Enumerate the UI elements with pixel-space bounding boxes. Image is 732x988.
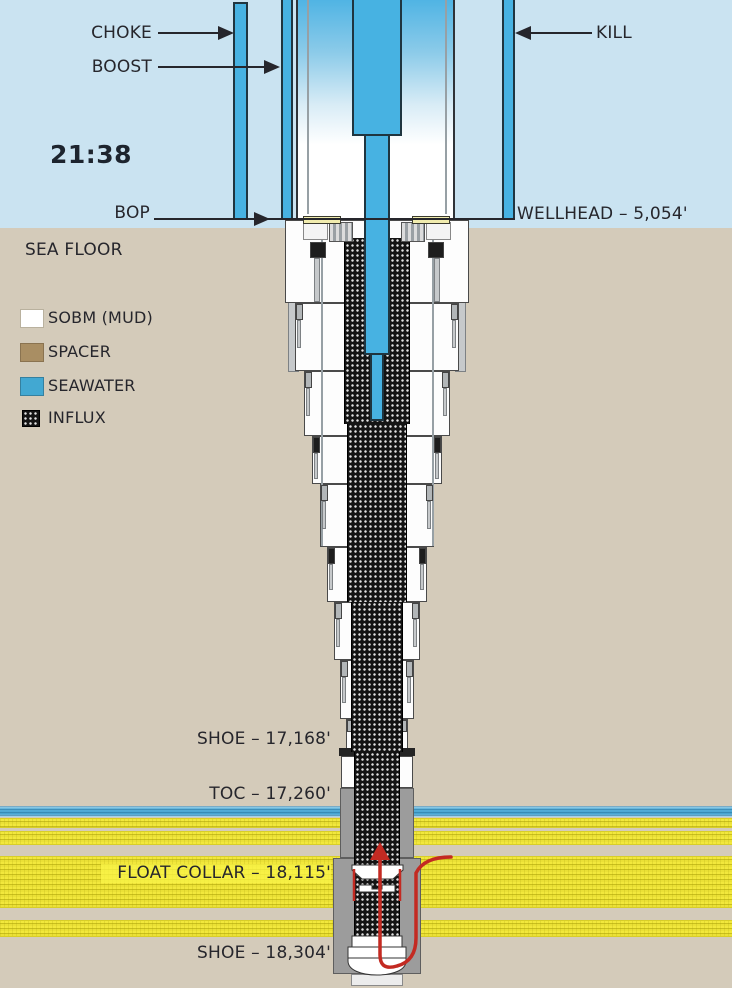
legend-swatch-seawater bbox=[20, 377, 44, 396]
wellhead-depth-label: WELLHEAD – 5,054' bbox=[517, 204, 688, 224]
influx-column-4 bbox=[354, 752, 400, 962]
legend-label-seawater: SEAWATER bbox=[48, 376, 136, 395]
riser-inner-line-left bbox=[307, 0, 309, 214]
strip-5r bbox=[427, 501, 431, 529]
legend-label-spacer: SPACER bbox=[48, 342, 112, 361]
wellhead-connector-right bbox=[401, 222, 425, 242]
strip-6l bbox=[329, 564, 333, 590]
hanger-2l bbox=[296, 304, 303, 320]
casing-wall-line-right bbox=[432, 240, 434, 546]
drill-pipe-middle bbox=[364, 134, 390, 355]
strip-4r bbox=[435, 453, 439, 479]
drill-pipe-tip bbox=[370, 353, 384, 421]
float-collar-label: FLOAT COLLAR – 18,115' bbox=[101, 864, 331, 883]
hanger-5l bbox=[321, 485, 328, 501]
hanger-8l bbox=[341, 661, 348, 677]
riser-inner-line-right bbox=[445, 0, 447, 214]
strip-7r bbox=[413, 619, 417, 647]
bop-flange-bar-right bbox=[412, 216, 450, 224]
strip-7l bbox=[336, 619, 340, 647]
strip-3r bbox=[443, 388, 447, 416]
wellhead-connector-left bbox=[329, 222, 353, 242]
strip-3l bbox=[306, 388, 310, 416]
strip-8l bbox=[342, 677, 346, 703]
legend-label-influx: INFLUX bbox=[48, 408, 106, 427]
strip-2r bbox=[452, 320, 456, 348]
boost-label: BOOST bbox=[91, 57, 152, 77]
influx-column-2 bbox=[347, 424, 407, 602]
strip-4l bbox=[314, 453, 318, 479]
shoe-lower-label: SHOE – 18,304' bbox=[197, 943, 331, 963]
wellhead-hanger-right bbox=[428, 242, 444, 258]
hanger-3l bbox=[305, 372, 312, 388]
bop-label: BOP bbox=[114, 203, 150, 223]
rathole bbox=[351, 974, 403, 986]
toc-label: TOC – 17,260' bbox=[209, 784, 331, 804]
time-label: 21:38 bbox=[50, 140, 133, 169]
wellhead-block-right bbox=[426, 222, 451, 240]
shoe-upper-label: SHOE – 17,168' bbox=[197, 729, 331, 749]
legend-swatch-influx bbox=[22, 410, 40, 427]
hanger-6l bbox=[328, 548, 335, 564]
strip-5l bbox=[322, 501, 326, 529]
choke-label: CHOKE bbox=[91, 23, 152, 43]
hanger-7r bbox=[412, 603, 419, 619]
kill-label: KILL bbox=[596, 23, 632, 43]
hanger-3r bbox=[442, 372, 449, 388]
hanger-4l bbox=[313, 437, 320, 453]
strip-8r bbox=[407, 677, 411, 703]
sea-floor-label: SEA FLOOR bbox=[25, 240, 123, 260]
hanger-7l bbox=[335, 603, 342, 619]
wellhead-hanger-left bbox=[310, 242, 326, 258]
drill-pipe-upper bbox=[352, 0, 402, 136]
casing-wall-line-left bbox=[321, 240, 323, 546]
hanger-strip-1r bbox=[434, 258, 440, 302]
legend-swatch-spacer bbox=[20, 343, 44, 362]
choke-line-pipe bbox=[233, 2, 248, 220]
riser-wall-left bbox=[296, 0, 298, 219]
bop-flange-bar-left bbox=[303, 216, 341, 224]
strip-6r bbox=[420, 564, 424, 590]
hanger-2r bbox=[451, 304, 458, 320]
hanger-strip-1l bbox=[314, 258, 320, 302]
legend-swatch-sobm bbox=[20, 309, 44, 328]
hanger-5r bbox=[426, 485, 433, 501]
legend-label-sobm: SOBM (MUD) bbox=[48, 308, 153, 327]
hanger-8r bbox=[406, 661, 413, 677]
influx-column-3 bbox=[351, 602, 403, 752]
kill-line-pipe bbox=[502, 0, 515, 220]
strip-2l bbox=[297, 320, 301, 348]
hanger-4r bbox=[434, 437, 441, 453]
riser-wall-right bbox=[453, 0, 455, 219]
wellhead-block-left bbox=[303, 222, 328, 240]
boost-line-pipe bbox=[281, 0, 293, 220]
hanger-6r bbox=[419, 548, 426, 564]
